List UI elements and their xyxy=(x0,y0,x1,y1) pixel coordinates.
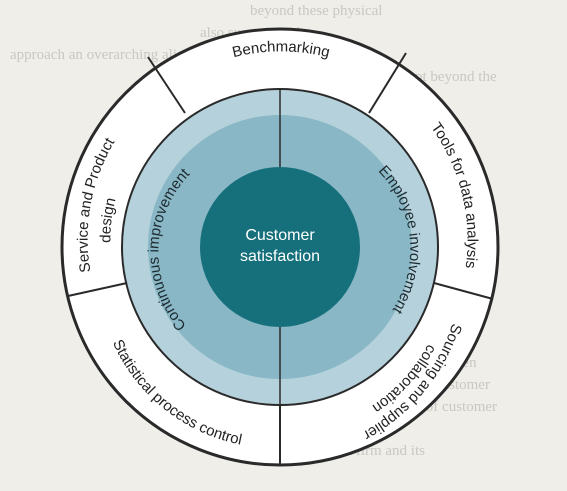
background-text-line: approach an overarching aligned xyxy=(10,47,207,63)
center-label-line1: Customer xyxy=(245,227,315,244)
label-benchmarking: Benchmarking xyxy=(231,38,332,61)
divider-top-left xyxy=(147,56,186,114)
label-service-design-line2: design xyxy=(97,196,119,243)
divider-left xyxy=(67,282,128,297)
outer-ring-dividers xyxy=(67,52,494,465)
center-label-line2: satisfaction xyxy=(240,248,320,265)
background-text-line: beyond these physical xyxy=(250,3,383,19)
divider-right xyxy=(433,282,494,300)
center-circle xyxy=(200,167,360,327)
divider-top-right xyxy=(368,52,407,114)
